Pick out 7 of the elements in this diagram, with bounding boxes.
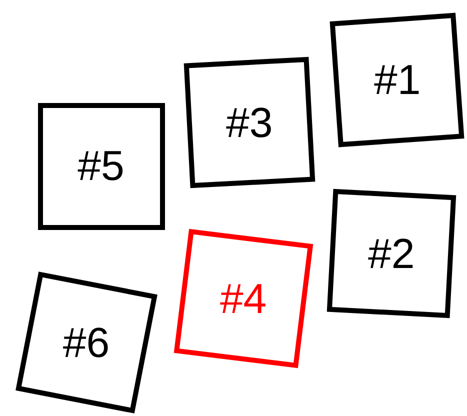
box-label: #4 bbox=[220, 274, 266, 322]
box-label: #1 bbox=[374, 56, 420, 104]
box-label: #2 bbox=[368, 229, 414, 277]
box-label: #6 bbox=[62, 318, 110, 366]
box-label: #5 bbox=[78, 142, 124, 190]
box-label: #3 bbox=[226, 98, 272, 146]
square-box bbox=[38, 102, 164, 230]
